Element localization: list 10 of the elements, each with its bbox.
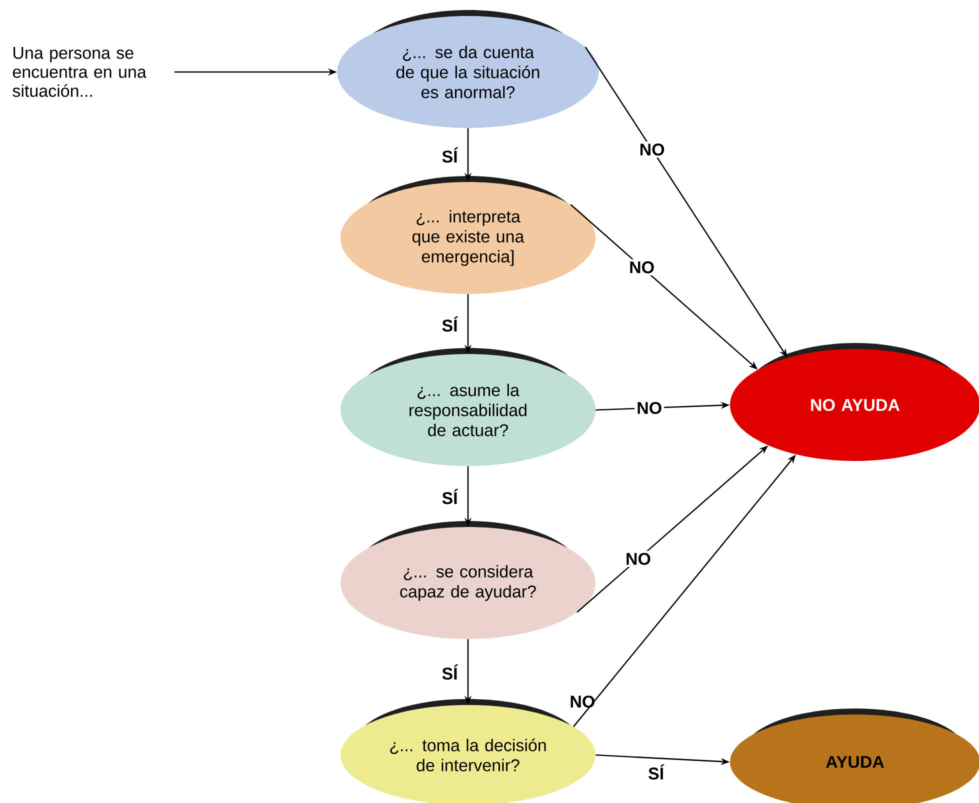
edge-label: SÍ bbox=[442, 664, 458, 680]
edge-label: SÍ bbox=[442, 488, 458, 504]
edge-label: SÍ bbox=[442, 147, 458, 163]
edge-label: NO bbox=[623, 550, 653, 567]
situation-text: Una persona se encuentra en una situación... bbox=[12, 47, 146, 97]
edge-label: SÍ bbox=[648, 764, 664, 780]
edge-label: NO bbox=[637, 142, 667, 158]
edge-label: NO bbox=[627, 259, 657, 276]
edge-label: SÍ bbox=[442, 316, 458, 332]
edge-label: NO bbox=[634, 400, 664, 416]
